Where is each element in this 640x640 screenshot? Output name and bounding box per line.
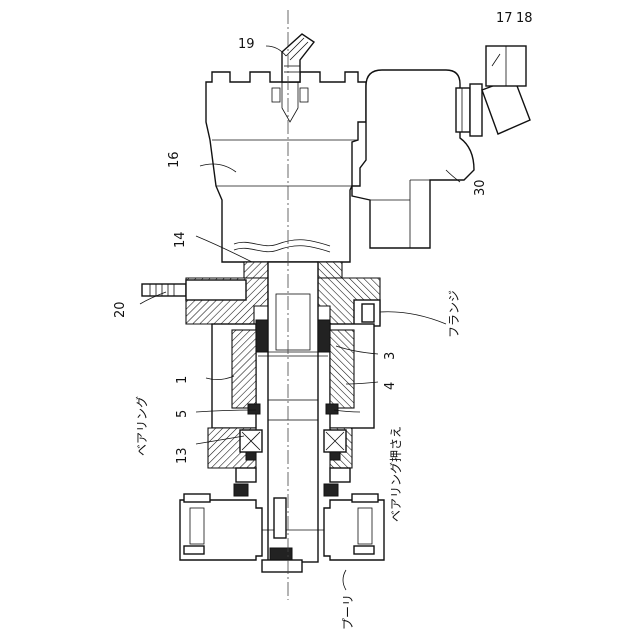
label-13: 13 <box>175 447 190 464</box>
label-bearing-retainer: ベアリング押さえ <box>389 426 403 522</box>
label-bearing: ベアリング <box>135 396 149 456</box>
inner-shaft <box>258 262 328 562</box>
label-30: 30 <box>473 179 488 196</box>
label-flange: フランジ <box>447 290 461 338</box>
label-4: 4 <box>383 382 398 390</box>
label-18: 18 <box>516 11 533 26</box>
label-16: 16 <box>167 151 182 168</box>
label-14: 14 <box>173 231 188 248</box>
label-20: 20 <box>113 301 128 318</box>
inlet-pipe <box>142 280 246 300</box>
label-19: 19 <box>238 37 255 52</box>
label-3: 3 <box>383 352 398 360</box>
label-5: 5 <box>175 410 190 418</box>
label-pulley: プーリ <box>341 594 355 630</box>
label-17: 17 <box>496 11 513 26</box>
head-housing <box>206 72 366 262</box>
cable-fitting <box>456 46 530 136</box>
label-1: 1 <box>175 376 190 384</box>
